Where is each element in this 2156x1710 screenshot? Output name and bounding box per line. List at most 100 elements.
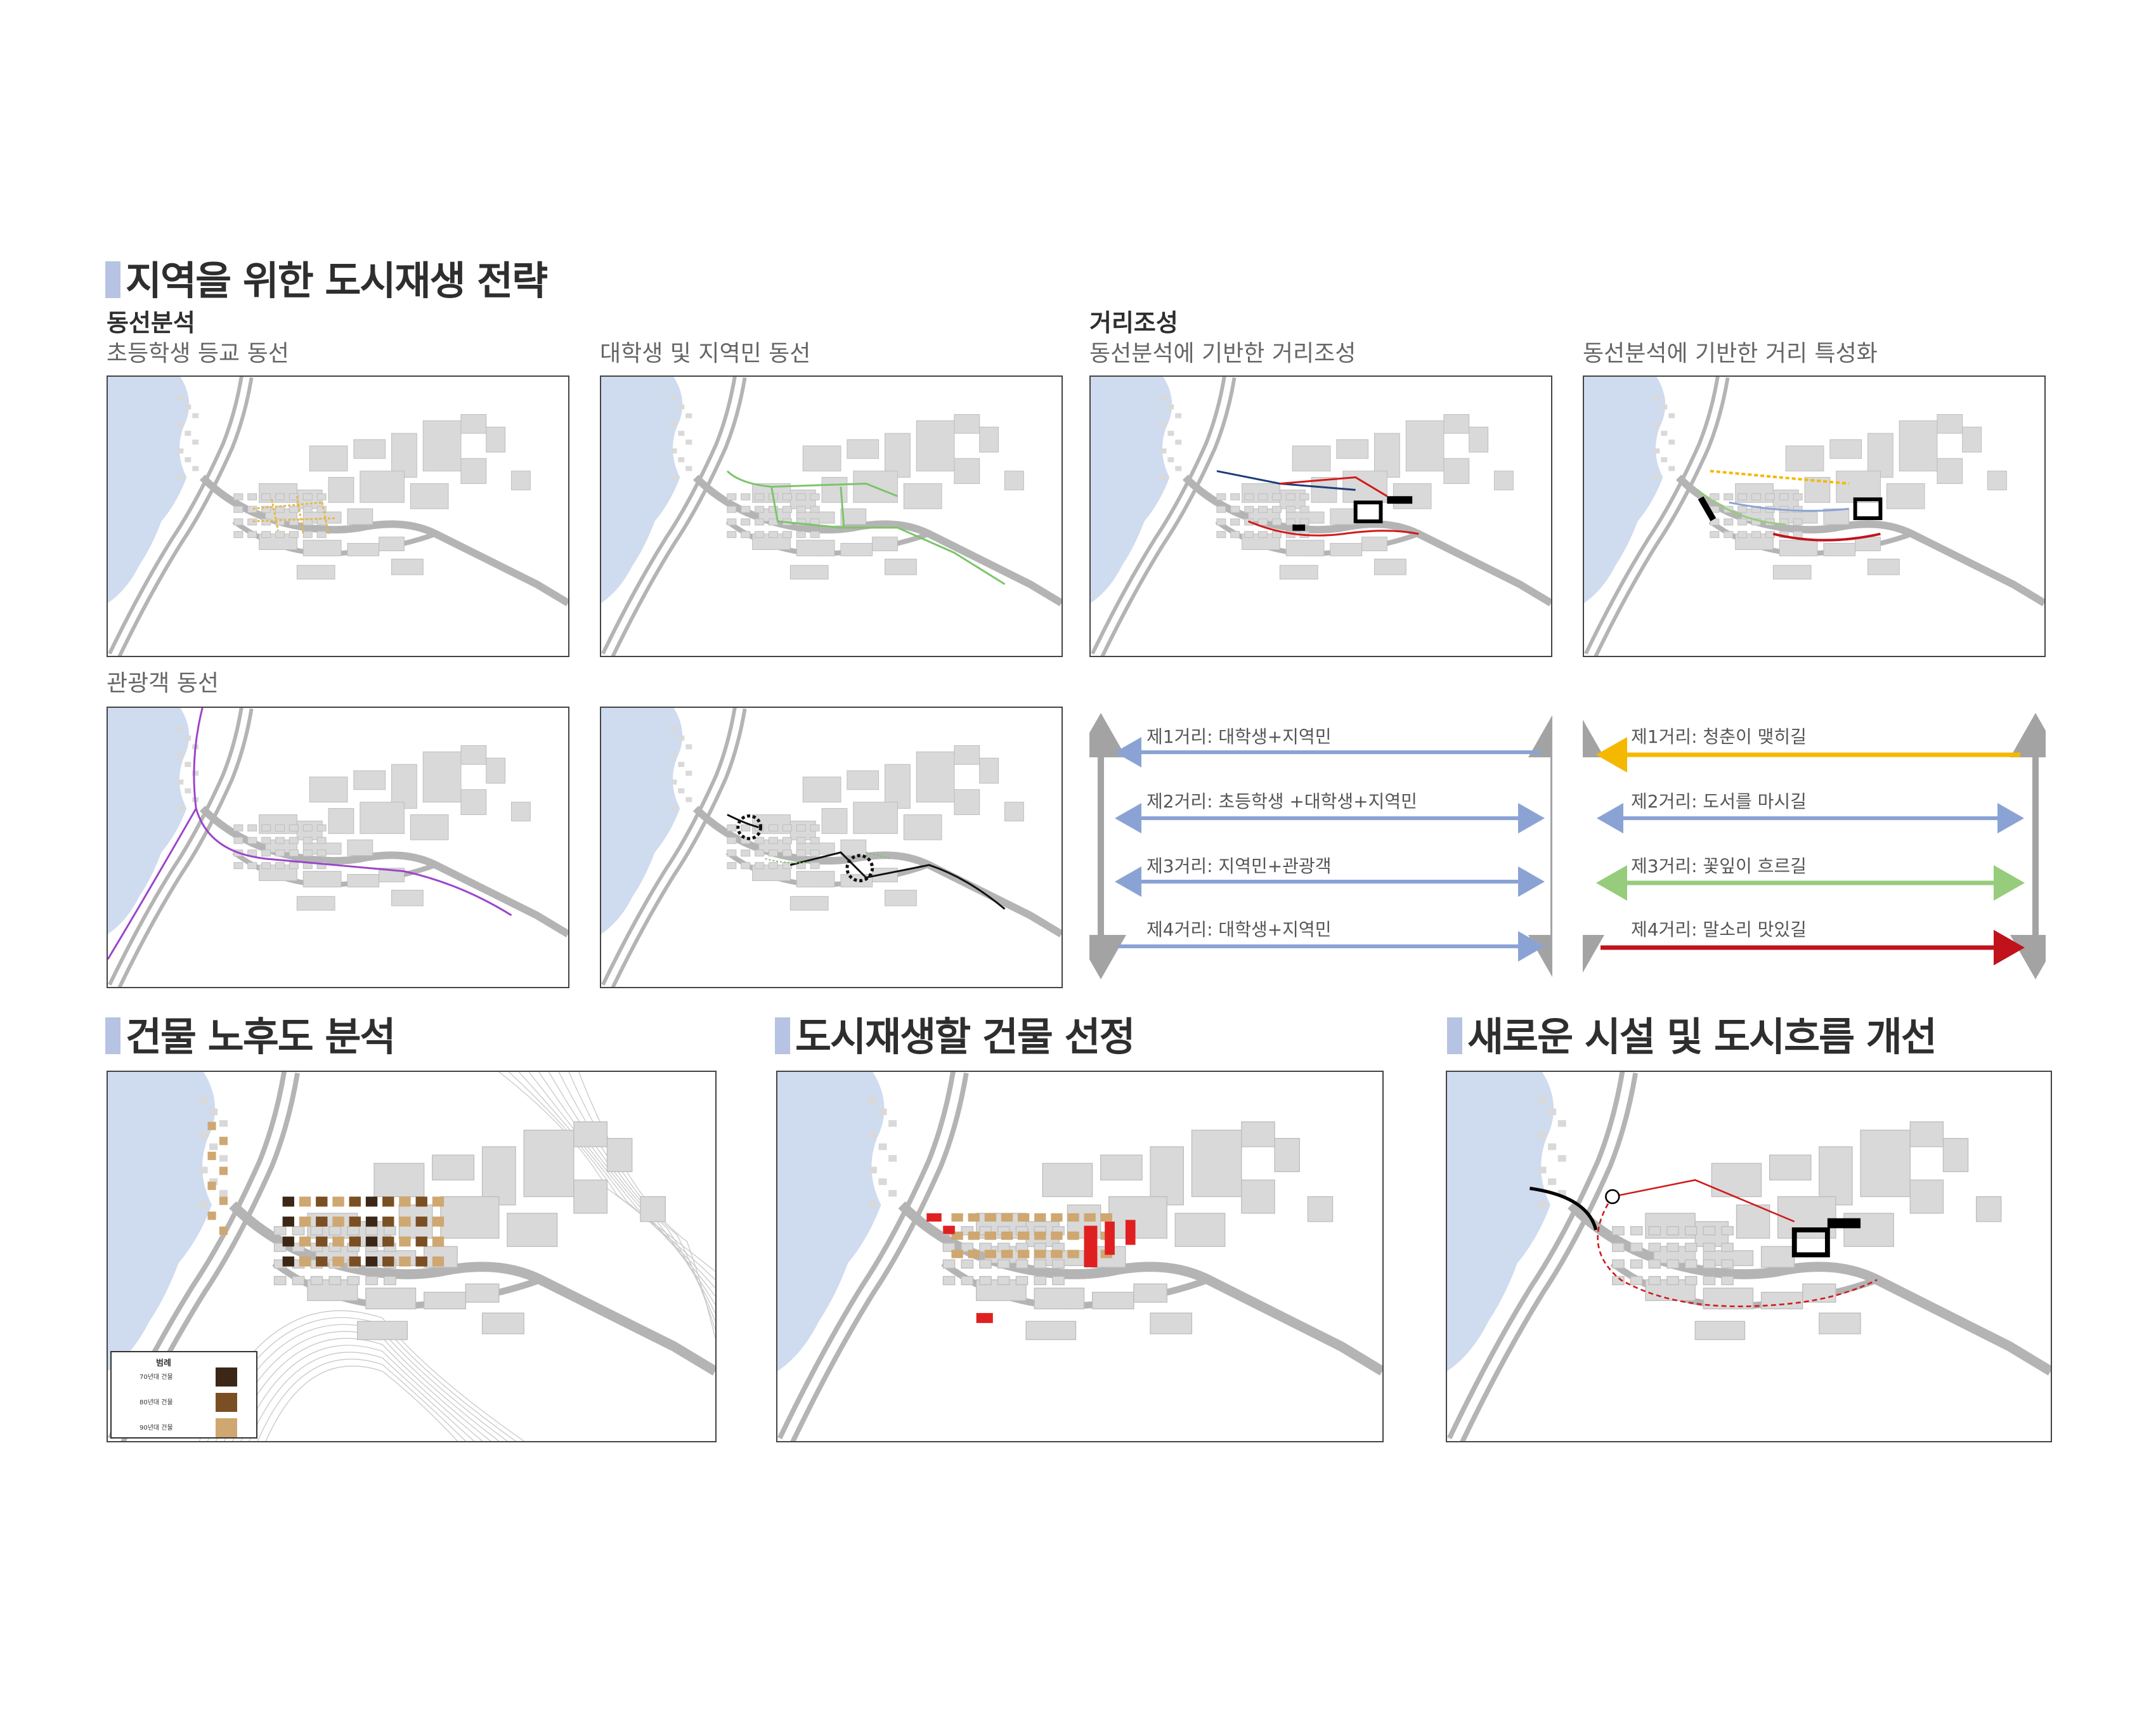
aged-building [432, 1196, 445, 1207]
building-block [1802, 1283, 1836, 1303]
street-red-route [1248, 476, 1419, 537]
house [878, 1143, 887, 1151]
house [316, 849, 327, 857]
house [1703, 1276, 1716, 1286]
building-block [802, 776, 841, 803]
caption-street-composition: 동선분석에 기반한 거리조성 [1089, 341, 1356, 367]
candidate-building [1017, 1250, 1030, 1258]
house [1285, 506, 1296, 513]
building-block [460, 458, 487, 484]
building-block [422, 420, 462, 472]
candidate-building [968, 1231, 980, 1240]
caption-tourist-route: 관광객 동선 [107, 670, 219, 696]
house [209, 1108, 218, 1116]
building-block [296, 896, 335, 911]
aged-building [349, 1256, 361, 1267]
house [1612, 1243, 1625, 1252]
house [1230, 506, 1240, 513]
house [1216, 518, 1226, 526]
water-body [108, 1072, 216, 1371]
house [796, 849, 806, 857]
house [1175, 440, 1182, 445]
building-block [1909, 1121, 1944, 1147]
building-block [1342, 471, 1387, 503]
main-road [199, 806, 568, 937]
building-block [460, 789, 487, 815]
house [961, 1276, 974, 1286]
house [741, 531, 751, 538]
candidate-building [1034, 1213, 1046, 1222]
house [177, 474, 184, 480]
main-title: 지역을 위한 도시재생 전략 [105, 261, 548, 301]
house [1230, 493, 1240, 500]
house [727, 518, 737, 526]
selected-building [976, 1313, 993, 1323]
building-block [916, 751, 955, 803]
house [219, 1120, 228, 1127]
building-block [1374, 558, 1406, 575]
facility-marker [1791, 1227, 1830, 1258]
house [310, 1276, 323, 1286]
aged-building [299, 1217, 311, 1227]
building-block [1987, 471, 2007, 490]
house [177, 753, 184, 759]
house [1612, 1226, 1625, 1236]
house [261, 837, 271, 844]
aged-building [399, 1196, 411, 1207]
house [796, 824, 806, 832]
building-block [872, 537, 898, 551]
candidate-building [984, 1250, 997, 1258]
aged-building [219, 1196, 228, 1205]
house [1244, 531, 1254, 538]
house [796, 506, 806, 513]
house [1751, 493, 1761, 500]
house [1244, 493, 1254, 500]
house [219, 1190, 228, 1197]
aged-building [415, 1256, 427, 1267]
building-block [1785, 445, 1824, 472]
selected-building [926, 1213, 942, 1222]
house [177, 779, 184, 785]
house [1653, 448, 1660, 454]
building-block [847, 439, 880, 459]
building-block [391, 433, 417, 478]
aged-building [382, 1196, 394, 1207]
house [769, 531, 778, 538]
building-block [1819, 1146, 1853, 1206]
house [185, 457, 192, 462]
aged-building [316, 1217, 328, 1227]
house [328, 1276, 342, 1286]
house [1612, 1259, 1625, 1269]
house [868, 1166, 877, 1173]
house [1548, 1178, 1557, 1185]
house [1230, 518, 1240, 526]
house [199, 1097, 208, 1104]
house [1721, 1243, 1734, 1252]
building-block [1493, 471, 1514, 490]
house [233, 506, 244, 513]
main-road [1182, 474, 1551, 606]
house [302, 531, 313, 538]
house [1765, 493, 1775, 500]
building-block [1829, 439, 1862, 459]
house [782, 862, 792, 870]
house [1653, 474, 1660, 480]
aged-building [207, 1211, 216, 1220]
building-block [296, 565, 335, 580]
building-block [1760, 1246, 1795, 1268]
house [810, 493, 820, 500]
house [670, 395, 677, 401]
street2-route [1729, 501, 1849, 512]
house [942, 1276, 956, 1286]
street2-theme-label: 제2거리: 도서를 마시길 [1631, 791, 1807, 812]
house [289, 506, 299, 513]
building-block [840, 543, 873, 556]
house [670, 779, 677, 785]
aged-building [349, 1217, 361, 1227]
house [289, 531, 299, 538]
heading-bar [105, 1017, 120, 1054]
house [868, 1201, 877, 1208]
building-block [510, 802, 531, 821]
house [1538, 1097, 1547, 1104]
candidate-building [1084, 1213, 1096, 1222]
